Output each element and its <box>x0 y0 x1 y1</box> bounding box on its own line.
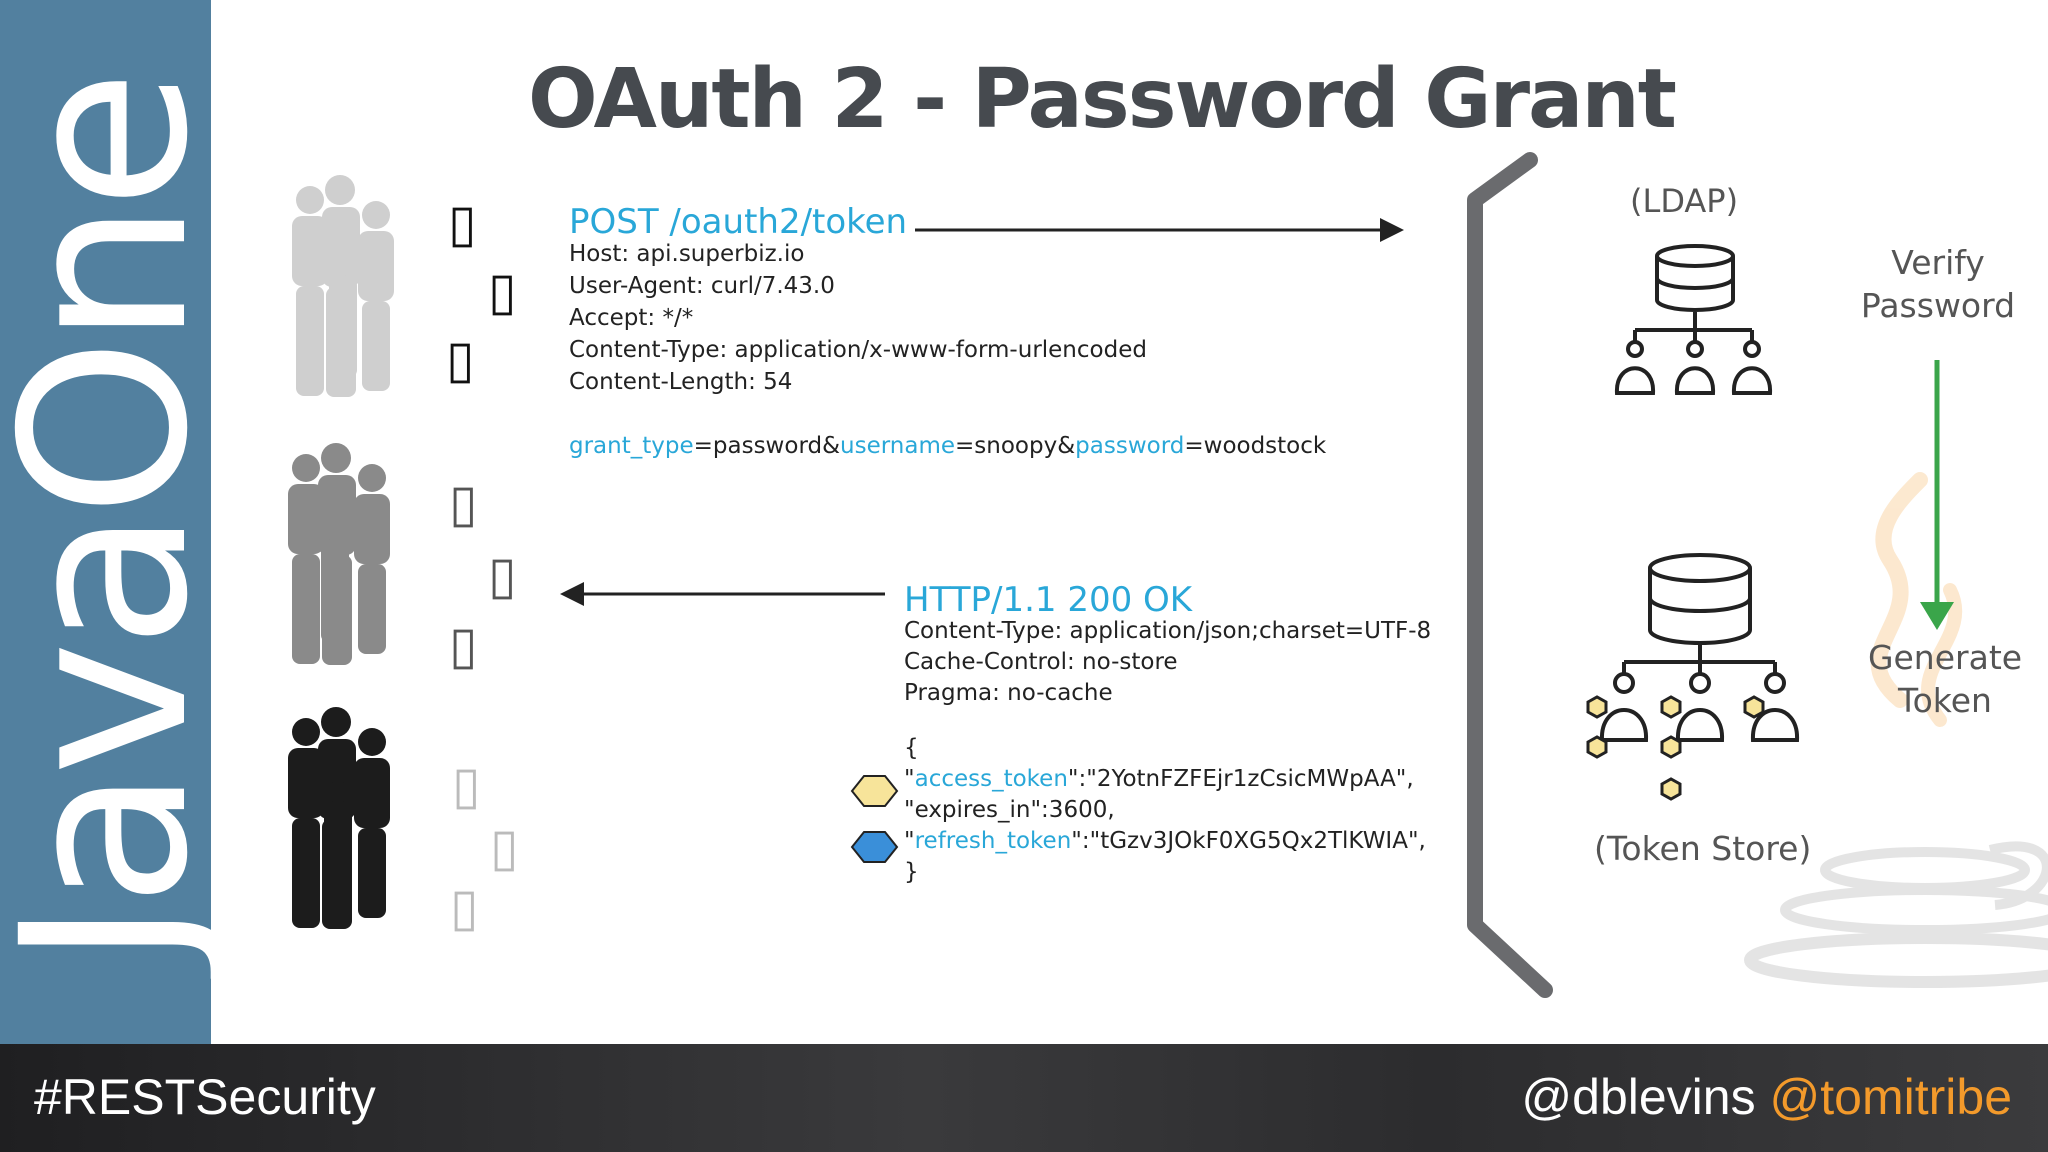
json-refresh-token: "refresh_token":"tGzv3JOkF0XG5Qx2TlKWIA"… <box>904 828 1426 854</box>
request-header: Content-Type: application/x-www-form-url… <box>569 337 1147 363</box>
http-request: POST /oauth2/token Host: api.superbiz.io… <box>569 202 1326 462</box>
token-box-icon: ▯ <box>448 194 477 254</box>
people-group-icon <box>292 175 394 397</box>
request-header: User-Agent: curl/7.43.0 <box>569 273 835 299</box>
ldap-directory-icon <box>1614 244 1773 395</box>
json-expires-in: "expires_in":3600, <box>904 797 1115 823</box>
generate-token-label: Generate Token <box>1867 638 2023 720</box>
request-line: POST /oauth2/token <box>569 202 908 242</box>
response-status: HTTP/1.1 200 OK <box>904 580 1193 620</box>
stored-token-hexagons <box>1586 695 1765 801</box>
slide-title: OAuth 2 - Password Grant <box>528 52 1677 147</box>
verify-password-label: Verify Password <box>1860 243 2016 325</box>
twitter-handle: @dblevins <box>1521 1069 1756 1125</box>
token-store-label: (Token Store) <box>1594 829 1812 868</box>
java-logo-icon <box>1744 472 2048 988</box>
http-response: HTTP/1.1 200 OK Content-Type: applicatio… <box>904 580 1431 888</box>
footer-hashtag: #RESTSecurity <box>34 1069 376 1125</box>
sidebar-brand-panel: JavaOne <box>0 0 211 1044</box>
request-body: grant_type=password&username=snoopy&pass… <box>569 433 1327 459</box>
token-box-icon: ▯ <box>446 330 475 390</box>
token-box-icon: ▯ <box>488 262 517 322</box>
request-header: Host: api.superbiz.io <box>569 241 805 267</box>
token-store-icon <box>1599 553 1800 742</box>
response-header: Pragma: no-cache <box>904 680 1113 706</box>
token-box-icon: ▯ <box>450 878 479 938</box>
token-box-icon: ▯ <box>449 474 478 534</box>
json-access-token: "access_token":"2YotnFZFEjr1zCsicMWpAA", <box>904 766 1414 792</box>
token-box-icon: ▯ <box>488 546 517 606</box>
token-box-icon: ▯ <box>490 818 519 878</box>
json-open: { <box>904 735 919 761</box>
footer-bar <box>0 1044 2048 1152</box>
people-group-icon <box>288 707 390 929</box>
access-token-hex-icon <box>850 775 899 807</box>
refresh-token-hex-icon <box>850 831 899 863</box>
token-box-icon: ▯ <box>452 756 481 816</box>
request-header: Content-Length: 54 <box>569 369 793 395</box>
server-bracket <box>1467 152 1553 998</box>
response-header: Cache-Control: no-store <box>904 649 1178 675</box>
footer-handles: @dblevins @tomitribe <box>1521 1068 2012 1126</box>
people-group-icon <box>288 443 390 665</box>
response-header: Content-Type: application/json;charset=U… <box>904 618 1432 644</box>
ldap-label: (LDAP) <box>1630 182 1739 220</box>
token-box-icon: ▯ <box>449 616 478 676</box>
twitter-handle: @tomitribe <box>1769 1069 2012 1125</box>
request-header: Accept: */* <box>569 305 694 331</box>
json-close: } <box>904 859 919 885</box>
